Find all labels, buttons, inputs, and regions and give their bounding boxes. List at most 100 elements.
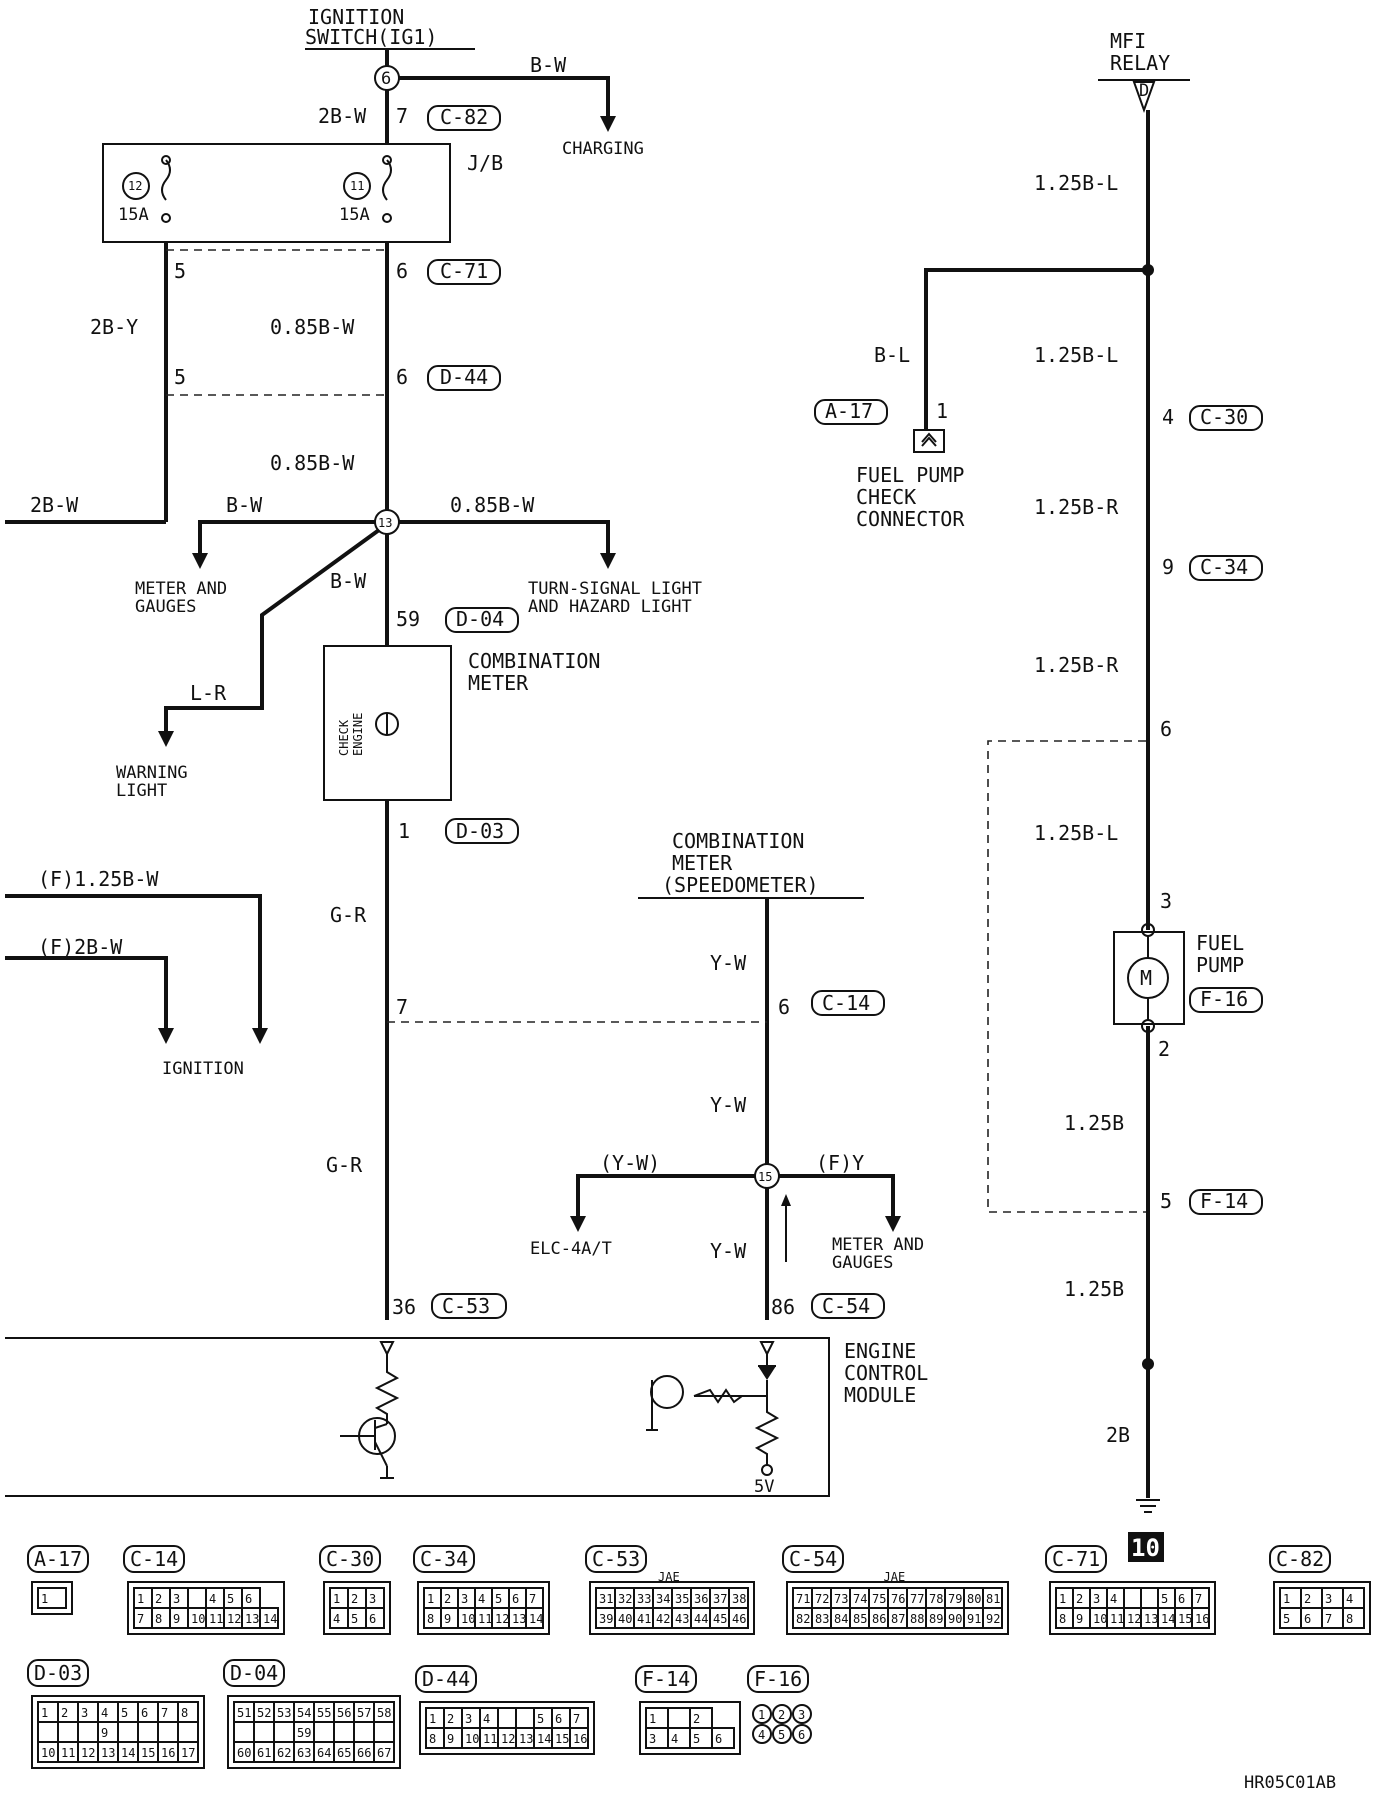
pin-label: 12 xyxy=(1127,1612,1141,1626)
pin-label: 3 xyxy=(173,1592,180,1606)
pin-label: 8 xyxy=(429,1732,436,1746)
connector-face-tag: F-16 xyxy=(754,1667,802,1691)
pin-label: 13 xyxy=(512,1612,526,1626)
wire-label: (F)1.25B-W xyxy=(38,867,159,891)
pin-label: 4 xyxy=(1346,1592,1353,1606)
pin-label: 31 xyxy=(599,1592,613,1606)
pin-label: 79 xyxy=(948,1592,962,1606)
pin-label: 35 xyxy=(675,1592,689,1606)
pin-label: 91 xyxy=(967,1612,981,1626)
diagram-code: HR05C01AB xyxy=(1244,1773,1336,1793)
pin-label: 4 xyxy=(483,1712,490,1726)
meter-gauges-label: METER AND xyxy=(135,579,227,599)
pin-label: 9 xyxy=(173,1612,180,1626)
pin-label: 86 xyxy=(872,1612,886,1626)
pin-label: 54 xyxy=(297,1706,311,1720)
wire-label: 2B-W xyxy=(30,493,79,517)
combination-meter-label-2: METER xyxy=(468,671,529,695)
pin-label: 36 xyxy=(694,1592,708,1606)
pin-label: 15 xyxy=(1178,1612,1192,1626)
pin-label: 14 xyxy=(121,1746,135,1760)
pin-label: 4 xyxy=(101,1706,108,1720)
pin-label: 84 xyxy=(834,1612,848,1626)
connector-tag: C-82 xyxy=(440,105,488,129)
pin-label: 9 xyxy=(447,1732,454,1746)
warning-light-label-2: LIGHT xyxy=(116,781,167,801)
wire-label: (F)Y xyxy=(816,1151,864,1175)
pin-label: 14 xyxy=(537,1732,551,1746)
pin-label: 1 xyxy=(649,1712,656,1726)
pin-label: 33 xyxy=(637,1592,651,1606)
pin-number: 5 xyxy=(174,365,186,389)
pin-label: 11 xyxy=(478,1612,492,1626)
wire-label: 0.85B-W xyxy=(270,315,355,339)
pin-number: 1 xyxy=(398,819,410,843)
connector-face-tag: D-44 xyxy=(422,1667,470,1691)
pin-label: 3 xyxy=(465,1712,472,1726)
pin-label: 56 xyxy=(337,1706,351,1720)
pin-label: 88 xyxy=(910,1612,924,1626)
pin-label: 17 xyxy=(181,1746,195,1760)
check-engine-label-2: ENGINE xyxy=(351,713,365,756)
wire-label: 2B xyxy=(1106,1423,1130,1447)
pin-label: 2 xyxy=(351,1592,358,1606)
pin-label: 39 xyxy=(599,1612,613,1626)
pin-label: 6 xyxy=(715,1732,722,1746)
pin-label: 7 xyxy=(161,1706,168,1720)
pin-label: 1 xyxy=(41,1706,48,1720)
pin-label: 12 xyxy=(227,1612,241,1626)
pin-label: 6 xyxy=(369,1612,376,1626)
elc-label: ELC-4A/T xyxy=(530,1239,612,1259)
speedometer-label: COMBINATION xyxy=(672,829,804,853)
wire-label: 1.25B xyxy=(1064,1277,1124,1301)
pin-label: 4 xyxy=(209,1592,216,1606)
pin-label: 4 xyxy=(478,1592,485,1606)
connector-tag: D-03 xyxy=(456,819,504,843)
pin-label: 14 xyxy=(263,1612,277,1626)
fuse-rating: 15A xyxy=(118,205,149,225)
pin-number: 86 xyxy=(771,1295,795,1319)
pin-label: 12 xyxy=(501,1732,515,1746)
wire-label: 1.25B-L xyxy=(1034,171,1118,195)
pin-label: 5 xyxy=(351,1612,358,1626)
fuse-rating: 15A xyxy=(339,205,370,225)
wire-label: 2B-W xyxy=(318,104,367,128)
pin-label: 16 xyxy=(161,1746,175,1760)
pin-label: 9 xyxy=(101,1726,108,1740)
pin-label: 66 xyxy=(357,1746,371,1760)
pin-number: 2 xyxy=(1158,1037,1170,1061)
pin-label: 7 xyxy=(1325,1612,1332,1626)
pin-label: 80 xyxy=(967,1592,981,1606)
pin-label: 7 xyxy=(573,1712,580,1726)
jae-label: JAE xyxy=(884,1570,906,1584)
pin-number: 7 xyxy=(396,104,408,128)
pin-label: 41 xyxy=(637,1612,651,1626)
pin-label: 2 xyxy=(693,1712,700,1726)
pin-label: 76 xyxy=(891,1592,905,1606)
connector-tag: C-14 xyxy=(822,991,870,1015)
pin-label: 1 xyxy=(758,1708,765,1722)
pin-label: 7 xyxy=(137,1612,144,1626)
pin-label: 3 xyxy=(1325,1592,1332,1606)
pin-label: 62 xyxy=(277,1746,291,1760)
pin-label: 9 xyxy=(444,1612,451,1626)
wire-label: 0.85B-W xyxy=(450,493,535,517)
pin-label: 15 xyxy=(555,1732,569,1746)
pin-label: 14 xyxy=(529,1612,543,1626)
pin-label: 51 xyxy=(237,1706,251,1720)
pin-label: 5 xyxy=(121,1706,128,1720)
wire-label: G-R xyxy=(326,1153,363,1177)
pin-label: 6 xyxy=(141,1706,148,1720)
ecm-label: ENGINE xyxy=(844,1339,916,1363)
wire-label: 0.85B-W xyxy=(270,451,355,475)
connector-tag: C-34 xyxy=(1200,555,1248,579)
pin-number: 6 xyxy=(396,259,408,283)
pin-number: 1 xyxy=(936,399,948,423)
connector-face-tag: C-53 xyxy=(592,1547,640,1571)
